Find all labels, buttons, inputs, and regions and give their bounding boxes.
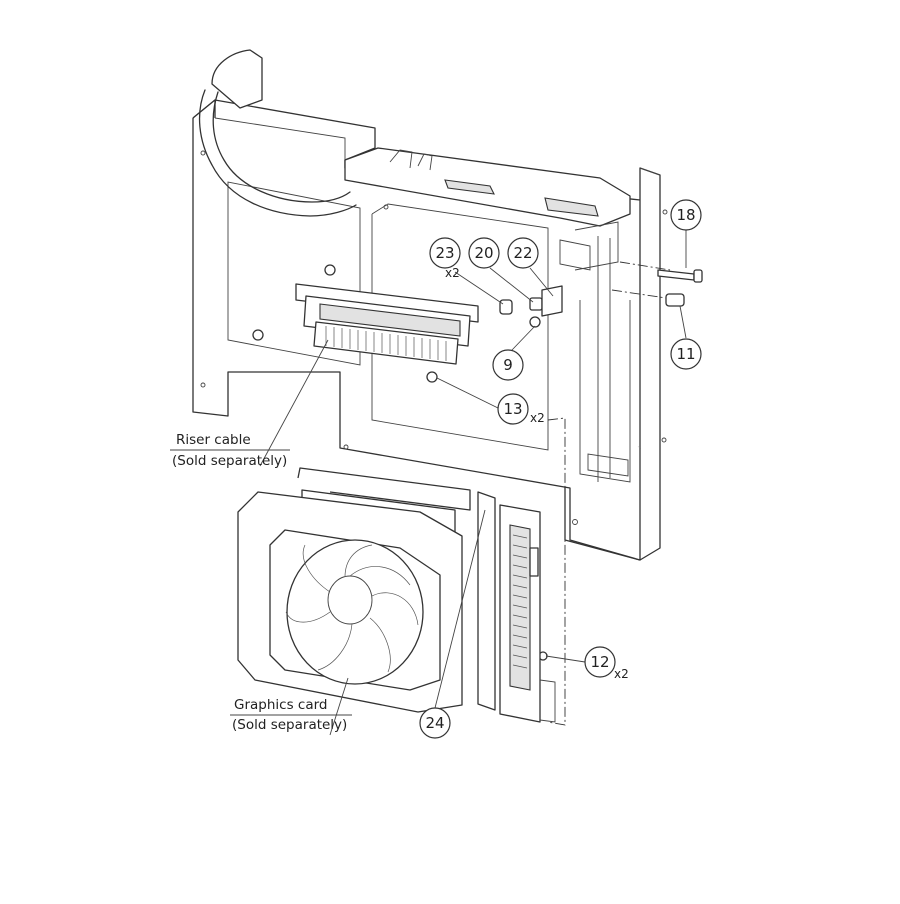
graphics-card-name: Graphics card xyxy=(234,697,328,713)
riser-cable-name: Riser cable xyxy=(176,432,251,448)
svg-text:12: 12 xyxy=(590,653,609,671)
svg-text:24: 24 xyxy=(425,714,444,732)
callout-18: 18 xyxy=(670,199,702,231)
power-cable xyxy=(198,49,357,217)
graphics-card xyxy=(237,417,566,726)
svg-text:18: 18 xyxy=(676,206,695,224)
svg-text:13: 13 xyxy=(503,400,522,418)
top-board xyxy=(344,147,631,271)
svg-text:11: 11 xyxy=(676,345,695,363)
svg-text:22: 22 xyxy=(513,244,532,262)
label-riser-cable: Riser cable (Sold separately) xyxy=(172,432,287,469)
callout-12-qty: x2 xyxy=(614,667,629,681)
callout-22: 22 xyxy=(507,237,539,269)
leader-lines xyxy=(170,230,687,736)
graphics-card-note: (Sold separately) xyxy=(232,717,347,733)
label-graphics-card: Graphics card (Sold separately) xyxy=(232,697,347,733)
callout-9: 9 xyxy=(492,349,524,381)
callout-23-qty: x2 xyxy=(445,266,460,280)
callout-13-qty: x2 xyxy=(530,411,545,425)
svg-text:23: 23 xyxy=(435,244,454,262)
riser-cable-note: (Sold separately) xyxy=(172,453,287,469)
callout-13: 13 x2 xyxy=(497,393,545,425)
callout-23: 23 x2 xyxy=(429,237,461,280)
callout-11: 11 xyxy=(670,338,702,370)
svg-text:9: 9 xyxy=(503,356,513,374)
svg-text:20: 20 xyxy=(474,244,493,262)
callout-24: 24 xyxy=(419,707,451,739)
callout-12: 12 x2 xyxy=(584,646,629,681)
riser-cable xyxy=(252,264,479,383)
callout-20: 20 xyxy=(468,237,500,269)
